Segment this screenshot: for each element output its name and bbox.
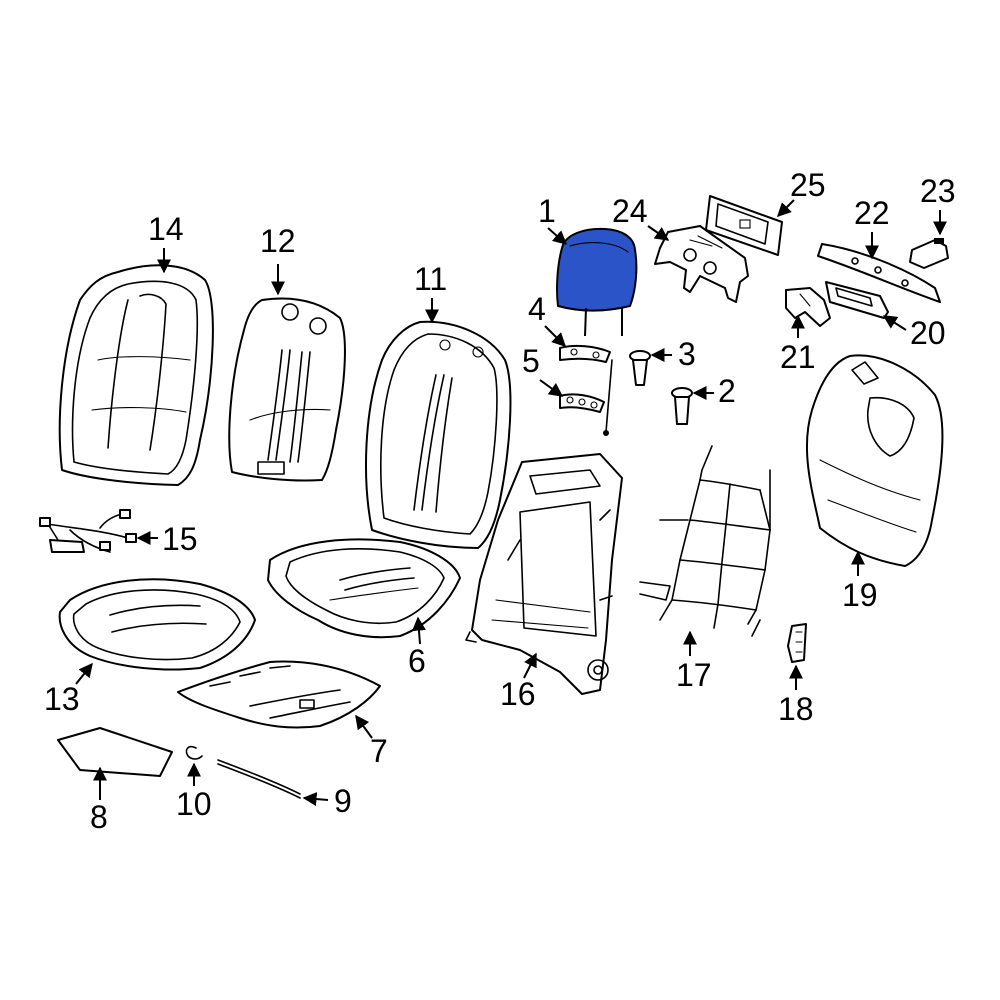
callout-label: 7: [370, 733, 388, 769]
callout-7: 7: [355, 714, 388, 769]
callout-label: 22: [854, 195, 890, 231]
callout-label: 14: [148, 211, 184, 247]
part-4-guide-plate[interactable]: [559, 344, 611, 363]
callout-24: 24: [612, 193, 670, 241]
part-22-trim-strip[interactable]: [817, 243, 941, 303]
callout-label: 9: [334, 783, 352, 819]
release-rod: [603, 359, 613, 436]
callout-17: 17: [676, 630, 712, 693]
callout-8: 8: [90, 766, 108, 835]
leader-arrow: [882, 315, 907, 331]
callout-21: 21: [780, 314, 816, 375]
part-5-guide-plate[interactable]: [559, 393, 605, 413]
leader-arrow: [355, 714, 373, 739]
part-6-seat-cushion-trim[interactable]: [267, 538, 461, 639]
callout-label: 5: [522, 343, 540, 379]
callout-label: 17: [676, 657, 712, 693]
callout-label: 3: [678, 336, 696, 372]
callout-label: 18: [778, 691, 814, 727]
part-1-headrest[interactable]: [556, 227, 638, 337]
leader-arrow: [777, 199, 795, 217]
callout-6: 6: [408, 616, 426, 679]
callout-12: 12: [260, 223, 296, 296]
callout-label: 12: [260, 223, 296, 259]
callout-label: 25: [790, 167, 826, 203]
callout-4: 4: [528, 291, 566, 347]
callout-label: 10: [176, 786, 212, 822]
callout-18: 18: [778, 664, 814, 727]
part-3-guide-sleeve[interactable]: [629, 350, 651, 386]
part-21-bracket[interactable]: [785, 287, 831, 327]
callout-label: 21: [780, 339, 816, 375]
leader-arrow: [523, 652, 537, 679]
callout-label: 24: [612, 193, 648, 229]
leader-arrow: [411, 616, 426, 645]
callout-22: 22: [854, 195, 890, 260]
part-25-plate[interactable]: [705, 195, 783, 256]
leader-arrow: [647, 225, 670, 241]
callout-3: 3: [650, 336, 696, 372]
part-8-pad[interactable]: [57, 727, 173, 777]
callout-label: 2: [718, 373, 736, 409]
part-16-seat-back-frame[interactable]: [465, 453, 623, 695]
part-12-backrest-pad[interactable]: [228, 297, 346, 482]
callout-label: 8: [90, 799, 108, 835]
leader-arrow: [544, 325, 566, 347]
callout-label: 4: [528, 291, 546, 327]
callout-label: 16: [500, 676, 536, 712]
callout-label: 15: [162, 521, 198, 557]
part-19-rear-panel[interactable]: [805, 354, 944, 567]
callout-label: 19: [842, 577, 878, 613]
callout-14: 14: [148, 211, 184, 274]
callout-11: 11: [414, 261, 447, 324]
part-24-headrest-guide[interactable]: [654, 225, 749, 303]
callout-23: 23: [920, 173, 956, 236]
part-10-clip[interactable]: [185, 745, 203, 760]
part-7-seat-pan-insulator[interactable]: [177, 660, 381, 729]
callout-13: 13: [44, 662, 93, 717]
leader-arrow: [547, 227, 568, 245]
callout-1: 1: [538, 193, 568, 245]
callout-19: 19: [842, 550, 878, 613]
callout-label: 20: [910, 315, 946, 351]
leader-arrow: [75, 662, 93, 685]
part-14-backrest-cover[interactable]: [58, 264, 214, 486]
part-18-clip[interactable]: [787, 623, 807, 663]
callout-9: 9: [302, 783, 352, 819]
callout-2: 2: [692, 373, 736, 409]
callout-20: 20: [882, 315, 946, 351]
part-15-wiring-harness[interactable]: [39, 509, 137, 553]
callout-label: 1: [538, 193, 556, 229]
part-13-seat-cushion-cover[interactable]: [58, 578, 256, 671]
part-17-suspension[interactable]: [639, 445, 771, 637]
callout-5: 5: [522, 343, 564, 397]
callout-10: 10: [176, 762, 212, 822]
callout-label: 23: [920, 173, 956, 209]
callout-label: 6: [408, 643, 426, 679]
part-23-switch[interactable]: [909, 238, 949, 269]
callout-16: 16: [500, 652, 537, 712]
part-2-guide-sleeve[interactable]: [671, 387, 693, 425]
callout-25: 25: [777, 167, 826, 217]
part-11-backrest-trim[interactable]: [365, 320, 512, 549]
leader-arrow: [302, 792, 329, 807]
callout-label: 11: [414, 261, 447, 297]
part-9-wire-rod[interactable]: [217, 759, 301, 799]
part-20-switch-bezel[interactable]: [825, 281, 889, 319]
callout-label: 13: [44, 681, 80, 717]
callout-15: 15: [136, 521, 198, 557]
leader-arrow: [539, 379, 564, 397]
headrest-cushion[interactable]: [556, 227, 638, 312]
